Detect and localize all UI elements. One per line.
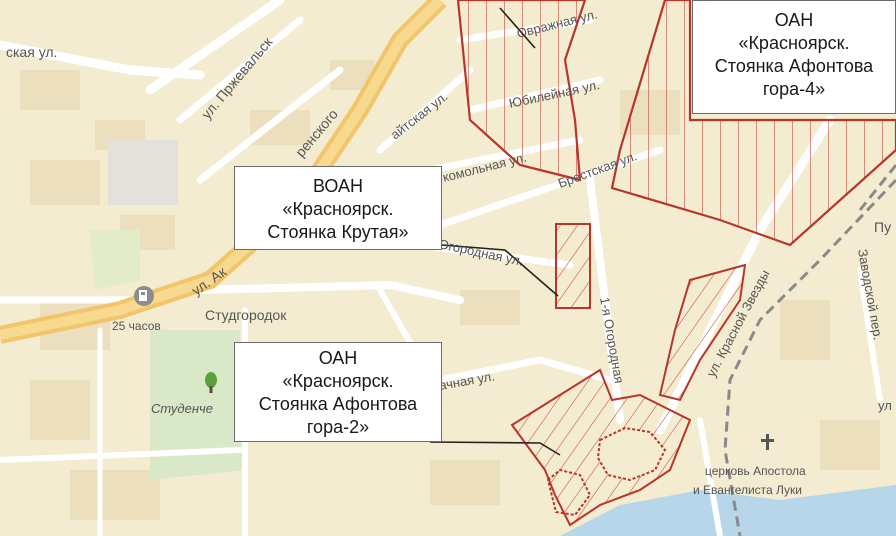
site-boundary-inner — [596, 426, 667, 482]
callout-voan-line1: ВОАН — [312, 176, 364, 196]
street-label: Пу — [874, 219, 891, 235]
railway — [723, 178, 896, 536]
site-boundary-krutaya — [555, 223, 591, 309]
callout-voan-line2: «Красноярск. — [282, 199, 394, 219]
callout-oan4-line2: «Красноярск. — [738, 33, 850, 53]
poi-label-hours: 25 часов — [112, 319, 161, 333]
river — [560, 485, 896, 536]
green-area — [90, 230, 140, 290]
callout-oan2: ОАН «Красноярск. Стоянка Афонтова гора-2… — [234, 342, 442, 442]
park-area — [150, 330, 245, 480]
railway-branch — [858, 164, 896, 211]
fuel-icon[interactable] — [134, 286, 154, 306]
place-label-studench: Студенче — [151, 401, 213, 416]
church-cross-icon[interactable] — [761, 434, 774, 450]
callout-oan2-line4: гора-2» — [306, 417, 370, 437]
callout-oan4-line1: ОАН — [774, 10, 814, 30]
callout-oan4-line3: Стоянка Афонтова — [714, 56, 874, 76]
poi-label-church-2: и Евангелиста Луки — [693, 483, 802, 497]
industrial-block — [108, 140, 178, 205]
callout-oan4: ОАН «Красноярск. Стоянка Афонтова гора-4… — [692, 0, 896, 114]
callout-oan4-line4: гора-4» — [762, 79, 826, 99]
site-boundary-east — [658, 263, 747, 402]
tree-icon[interactable] — [205, 372, 217, 393]
callout-oan2-line3: Стоянка Афонтова — [258, 394, 418, 414]
site-boundary-oan4 — [610, 0, 896, 247]
callout-oan2-line1: ОАН — [318, 348, 358, 368]
place-label-studgorodok: Студгородок — [205, 307, 287, 323]
site-boundary-north — [456, 0, 587, 182]
poi-label-church-1: церковь Апостола — [705, 464, 806, 478]
callout-leaders — [429, 7, 561, 456]
street-label: ская ул. — [6, 44, 57, 60]
callout-voan-line3: Стоянка Крутая» — [267, 222, 409, 242]
site-boundary-south — [546, 468, 592, 517]
callout-oan2-line2: «Красноярск. — [282, 371, 394, 391]
callout-voan: ВОАН «Красноярск. Стоянка Крутая» — [234, 166, 442, 250]
street-label: ул — [878, 398, 892, 413]
